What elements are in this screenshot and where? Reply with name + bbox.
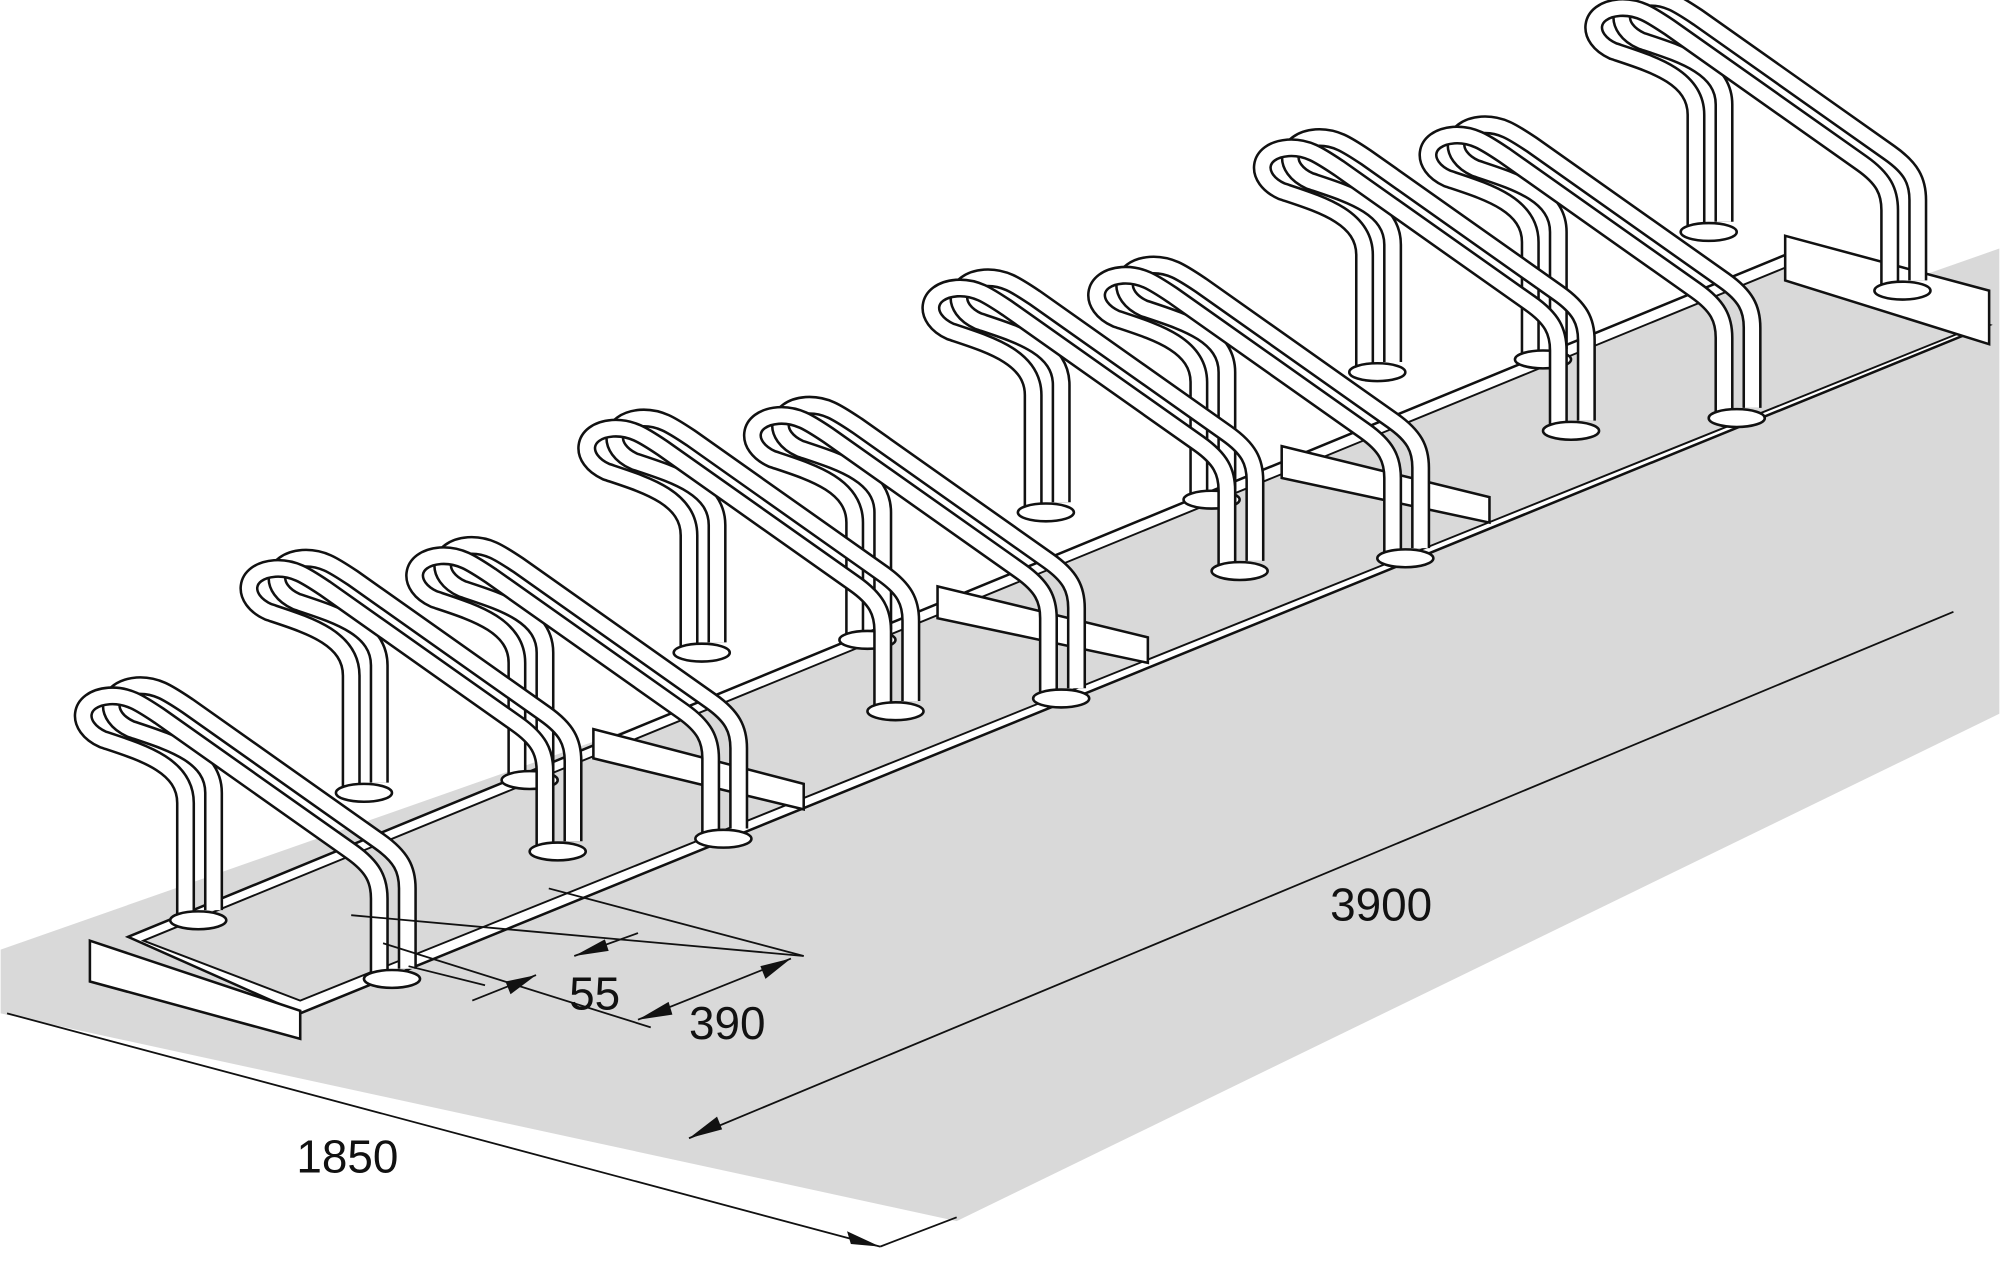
- end-plate-left: [88, 938, 302, 1041]
- depth-dimension-label: 1850: [296, 1131, 398, 1183]
- tube-gap-dimension-label: 55: [569, 968, 620, 1020]
- dimension-lines: [6, 611, 1954, 1248]
- length-dimension-label: 3900: [1330, 878, 1432, 930]
- spacing-dimension-label: 390: [689, 997, 766, 1049]
